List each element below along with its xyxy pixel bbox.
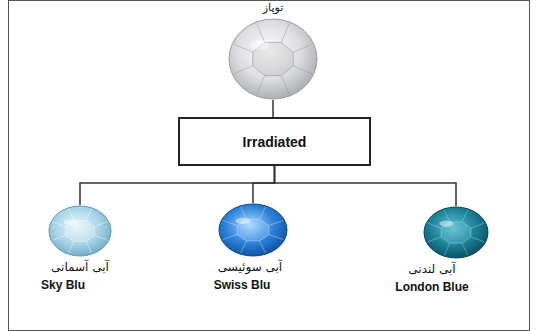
tree-connector <box>80 166 275 205</box>
gem-illustration <box>48 205 112 257</box>
gem-facet <box>428 223 442 228</box>
gem-facet <box>257 24 265 43</box>
gem-facet <box>69 209 74 221</box>
gem-highlight <box>439 221 453 227</box>
persian-label: آبی لندنی <box>408 262 455 276</box>
tree-connector <box>272 100 274 117</box>
gem-facet <box>241 207 247 219</box>
gem-facet <box>444 243 450 255</box>
gem-facet <box>428 237 442 242</box>
gem-facet <box>86 241 91 253</box>
gem-facet <box>94 222 107 227</box>
gem-illustration <box>228 18 318 100</box>
gem-body <box>229 19 317 99</box>
gem-illustration <box>218 203 288 257</box>
gem-facet <box>257 76 265 95</box>
gem-facet <box>86 209 91 221</box>
gem-facet <box>241 241 247 253</box>
gem-facet <box>269 234 283 239</box>
gem-illustration <box>423 206 489 259</box>
gem-facet <box>69 241 74 253</box>
persian-label: توپاز <box>263 1 283 14</box>
tree-connector <box>253 166 275 203</box>
english-label: London Blue <box>395 280 468 294</box>
gem-facet <box>269 220 283 225</box>
gem-facet <box>281 24 289 43</box>
gem-highlight <box>250 40 269 50</box>
gem-facet <box>281 76 289 95</box>
box-label: Irradiated <box>243 134 307 150</box>
persian-label: آبی سوئیسی <box>218 260 282 274</box>
gem-node: توپاز <box>228 18 318 100</box>
gem-facet <box>293 44 312 52</box>
english-label: Sky Blu <box>41 278 85 292</box>
gem-facet <box>53 235 66 240</box>
gem-facet <box>234 44 253 52</box>
gem-node: آبی آسمانیSky Blu <box>48 205 112 257</box>
gem-facet <box>234 66 253 74</box>
gem-facet <box>462 243 468 255</box>
gem-node: آبی سوئیسیSwiss Blu <box>218 203 288 257</box>
gem-shape <box>218 203 288 257</box>
frame-border <box>9 1 530 331</box>
tree-connector <box>275 166 457 206</box>
gem-facet <box>471 237 485 242</box>
gem-facet <box>260 241 266 253</box>
gem-facet <box>462 210 468 222</box>
persian-label: آبی آسمانی <box>51 260 109 274</box>
gem-shape <box>228 18 318 100</box>
gem-body <box>219 204 287 256</box>
gem-facet <box>223 220 237 225</box>
gem-shape <box>423 206 489 259</box>
gem-facet <box>223 234 237 239</box>
gem-facet <box>53 222 66 227</box>
gem-facet <box>471 223 485 228</box>
gem-facet <box>293 66 312 74</box>
gem-shape <box>48 205 112 257</box>
gem-facet <box>444 210 450 222</box>
process-box: Irradiated <box>178 117 371 166</box>
english-label: Swiss Blu <box>214 278 271 292</box>
gem-highlight <box>235 218 250 224</box>
gem-facet <box>94 235 107 240</box>
gem-facet <box>260 207 266 219</box>
gem-body <box>49 206 111 256</box>
gem-node: آبی لندنیLondon Blue <box>423 206 489 259</box>
gem-body <box>424 207 488 258</box>
gem-highlight <box>64 219 78 225</box>
